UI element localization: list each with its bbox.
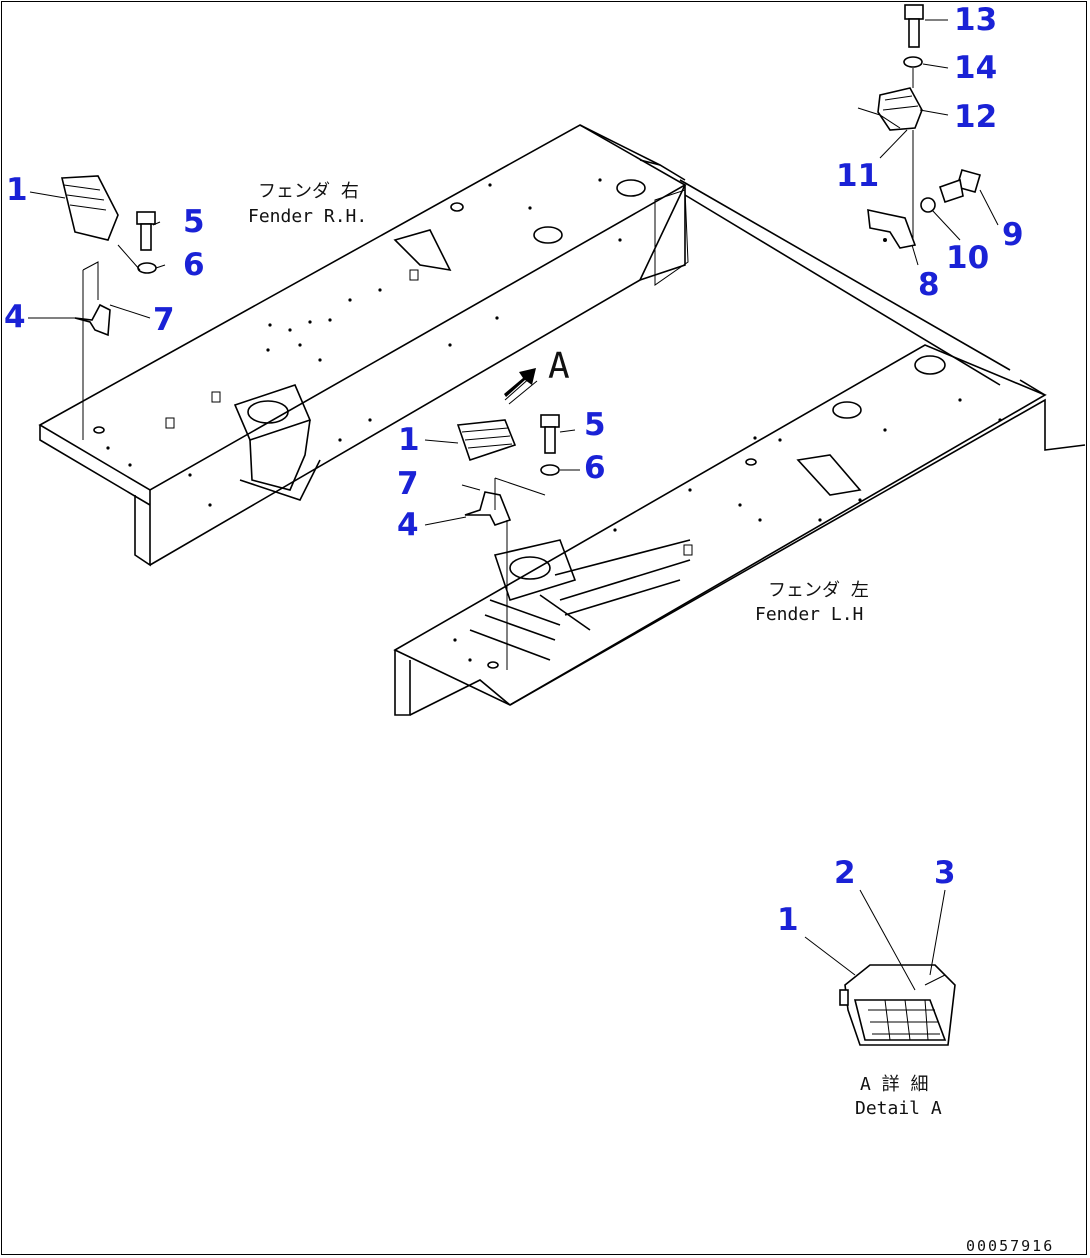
callout-lh-7: 7 bbox=[397, 466, 419, 502]
mount-bracket bbox=[867, 208, 917, 249]
callout-top-10: 10 bbox=[946, 240, 989, 276]
bolt-rh bbox=[136, 211, 156, 251]
bolt-side bbox=[938, 169, 981, 204]
callout-top-12: 12 bbox=[954, 99, 997, 135]
lamp-rh bbox=[60, 175, 119, 241]
callout-top-13: 13 bbox=[954, 2, 997, 38]
washer-rh bbox=[137, 262, 157, 274]
callout-detail-2: 2 bbox=[834, 855, 856, 891]
callout-top-9: 9 bbox=[1002, 217, 1024, 253]
fender-rh-body bbox=[38, 124, 689, 567]
callout-lh-5: 5 bbox=[584, 407, 606, 443]
bracket-lh bbox=[464, 491, 512, 526]
callout-rh-6: 6 bbox=[183, 247, 205, 283]
callout-detail-1: 1 bbox=[777, 902, 799, 938]
detail-a-lamp bbox=[839, 964, 956, 1046]
callout-lh-1: 1 bbox=[398, 422, 420, 458]
callout-lh-6: 6 bbox=[584, 450, 606, 486]
callout-rh-7: 7 bbox=[153, 302, 175, 338]
view-a-arrow bbox=[504, 368, 538, 405]
lamp-lh bbox=[456, 419, 517, 462]
relay-unit bbox=[857, 87, 923, 131]
fender-lh-holes bbox=[453, 398, 1002, 662]
callout-detail-3: 3 bbox=[934, 855, 956, 891]
callout-rh-1: 1 bbox=[6, 172, 28, 208]
fender-lh-label-en: Fender L.H bbox=[755, 604, 863, 625]
fender-lh-body bbox=[393, 344, 1086, 716]
washer-lh bbox=[540, 464, 560, 476]
callout-lh-4: 4 bbox=[397, 507, 419, 543]
callout-top-11: 11 bbox=[836, 158, 879, 194]
fender-rh-label-jp: フェンダ 右 bbox=[258, 181, 359, 202]
fender-lh-label-jp: フェンダ 左 bbox=[768, 580, 869, 601]
bolt-top bbox=[904, 4, 924, 48]
washer-side bbox=[920, 197, 936, 213]
callout-top-8: 8 bbox=[918, 267, 940, 303]
callout-rh-5: 5 bbox=[183, 204, 205, 240]
leader-lines bbox=[28, 19, 999, 991]
rear-crossmember bbox=[639, 159, 1011, 386]
detail-a-label-en: Detail A bbox=[855, 1098, 942, 1119]
bracket-rh bbox=[74, 303, 111, 337]
fender-rh-label-en: Fender R.H. bbox=[248, 206, 367, 227]
washer-top bbox=[903, 56, 923, 68]
fender-rh-holes bbox=[106, 178, 622, 507]
view-a-marker: A bbox=[548, 346, 570, 387]
callout-rh-4: 4 bbox=[4, 299, 26, 335]
drawing-number: 00057916 bbox=[966, 1237, 1054, 1255]
detail-a-label-jp: A 詳 細 bbox=[860, 1074, 929, 1095]
bolt-lh bbox=[540, 414, 560, 454]
callout-top-14: 14 bbox=[954, 50, 997, 86]
